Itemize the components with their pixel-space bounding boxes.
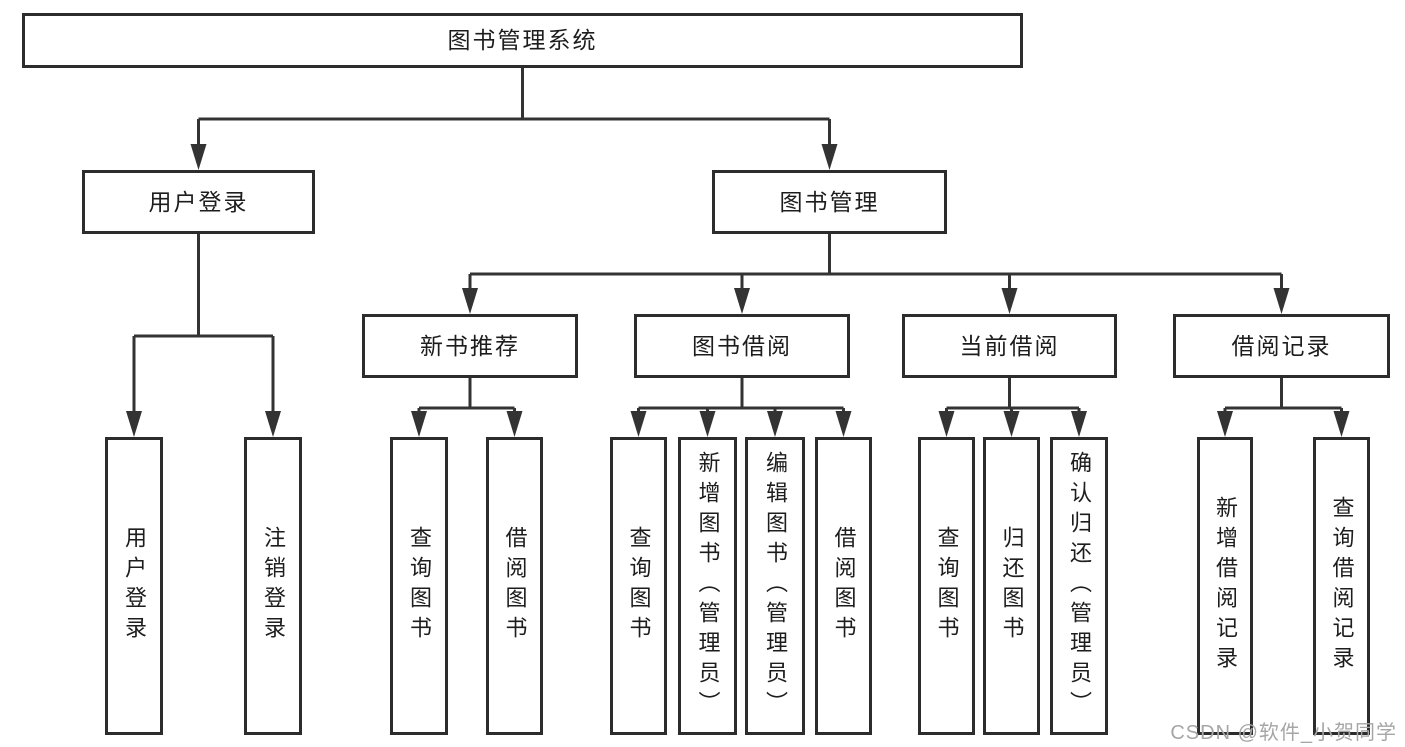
arrowhead-icon [821, 144, 838, 170]
node-root: 图书管理系统 [22, 13, 1023, 68]
node-current-borrow: 当前借阅 [902, 314, 1117, 378]
node-leaf-edit-book: 编辑图书（管理员） [745, 437, 805, 735]
arrowhead-icon [1071, 411, 1087, 437]
node-leaf-query-record: 查询借阅记录 [1313, 437, 1370, 735]
arrowhead-icon [1217, 411, 1233, 437]
arrowhead-icon [767, 411, 783, 437]
arrowhead-icon [265, 411, 281, 437]
node-leaf-query-book-1: 查询图书 [390, 437, 448, 735]
arrowhead-icon [835, 411, 852, 437]
node-leaf-borrow-book-2: 借阅图书 [815, 437, 872, 735]
node-book-mgmt: 图书管理 [712, 170, 947, 234]
arrowhead-icon [126, 411, 142, 437]
node-leaf-return-book: 归还图书 [983, 437, 1040, 735]
node-user-login: 用户登录 [82, 170, 315, 234]
arrowhead-icon [1003, 411, 1020, 437]
node-leaf-add-book: 新增图书（管理员） [678, 437, 737, 735]
arrowhead-icon [734, 288, 750, 314]
node-leaf-query-book-2: 查询图书 [610, 437, 667, 735]
arrowhead-icon [411, 411, 427, 437]
node-book-borrow: 图书借阅 [634, 314, 850, 378]
node-leaf-add-record: 新增借阅记录 [1197, 437, 1253, 735]
arrowhead-icon [630, 411, 647, 437]
arrowhead-icon [462, 288, 478, 314]
arrowhead-icon [1333, 411, 1350, 437]
arrowhead-icon [1273, 288, 1290, 314]
node-leaf-query-book-3: 查询图书 [918, 437, 975, 735]
node-leaf-borrow-book-1: 借阅图书 [486, 437, 543, 735]
node-leaf-user-login: 用户登录 [105, 437, 163, 735]
node-new-book-rec: 新书推荐 [362, 314, 578, 378]
arrowhead-icon [506, 411, 523, 437]
watermark: CSDN @软件_小贺同学 [1170, 722, 1397, 744]
node-borrow-records: 借阅记录 [1173, 314, 1390, 378]
arrowhead-icon [699, 411, 716, 437]
arrowhead-icon [190, 144, 207, 170]
node-leaf-confirm-return: 确认归还（管理员） [1050, 437, 1108, 735]
arrowhead-icon [1001, 288, 1018, 314]
node-leaf-logout: 注销登录 [244, 437, 302, 735]
arrowhead-icon [938, 411, 955, 437]
